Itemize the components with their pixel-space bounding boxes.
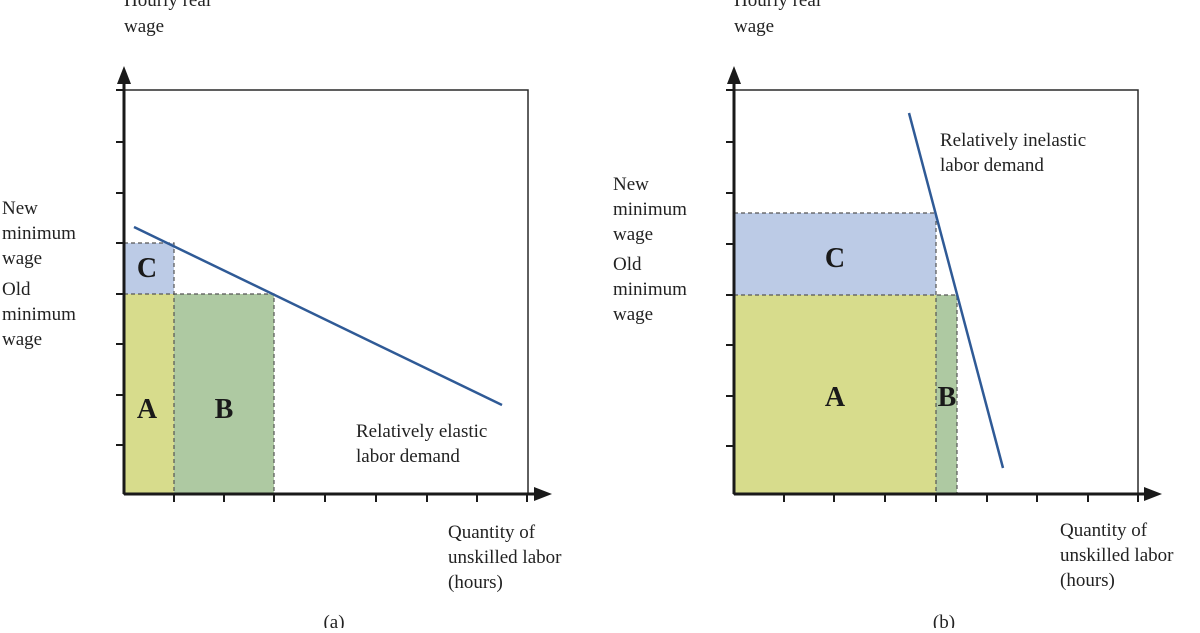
left-region-c <box>124 243 174 294</box>
right-caption: (b) <box>933 612 955 628</box>
left-x-axis-label: Quantity of unskilled labor (hours) <box>448 522 566 593</box>
left-old-min-wage-label: Old minimum wage <box>2 279 81 350</box>
right-demand-label: Relatively inelastic labor demand <box>940 130 1091 176</box>
left-demand-label: Relatively elastic labor demand <box>356 421 492 467</box>
right-y-axis-arrow <box>727 66 741 84</box>
right-y-axis-label: Hourly real wage <box>734 0 826 37</box>
right-new-min-wage-label: New minimum wage <box>613 174 692 245</box>
right-region-c <box>734 213 936 295</box>
left-y-ticks <box>116 89 124 446</box>
right-old-min-wage-label: Old minimum wage <box>613 254 692 325</box>
left-region-a <box>124 294 174 494</box>
left-y-axis-arrow <box>117 66 131 84</box>
right-y-ticks <box>726 89 734 447</box>
right-x-axis-arrow <box>1144 487 1162 501</box>
right-panel: C A B Hourly real wage New minimum wage … <box>613 0 1178 633</box>
left-demand-line <box>133 225 503 407</box>
left-region-b-label: B <box>215 394 234 425</box>
right-region-a <box>734 295 936 494</box>
left-caption: (a) <box>323 612 344 628</box>
left-y-axis-label: Hourly real wage <box>124 0 216 37</box>
right-x-ticks <box>783 494 1139 502</box>
left-x-axis-arrow <box>534 487 552 501</box>
left-x-ticks <box>173 494 528 502</box>
left-region-b <box>174 294 274 494</box>
right-axes <box>732 80 1148 496</box>
left-panel: C A B Hourly real wage New minimum wage … <box>2 0 566 633</box>
right-region-a-label: A <box>825 382 846 413</box>
right-demand-line <box>907 112 1005 469</box>
left-region-c-label: C <box>137 253 157 284</box>
right-x-axis-label: Quantity of unskilled labor (hours) <box>1060 520 1178 591</box>
right-region-b-label: B <box>938 382 957 413</box>
right-region-b <box>936 295 957 494</box>
left-new-min-wage-label: New minimum wage <box>2 198 81 269</box>
right-region-c-label: C <box>825 243 845 274</box>
left-axes <box>122 80 538 496</box>
left-region-a-label: A <box>137 394 158 425</box>
